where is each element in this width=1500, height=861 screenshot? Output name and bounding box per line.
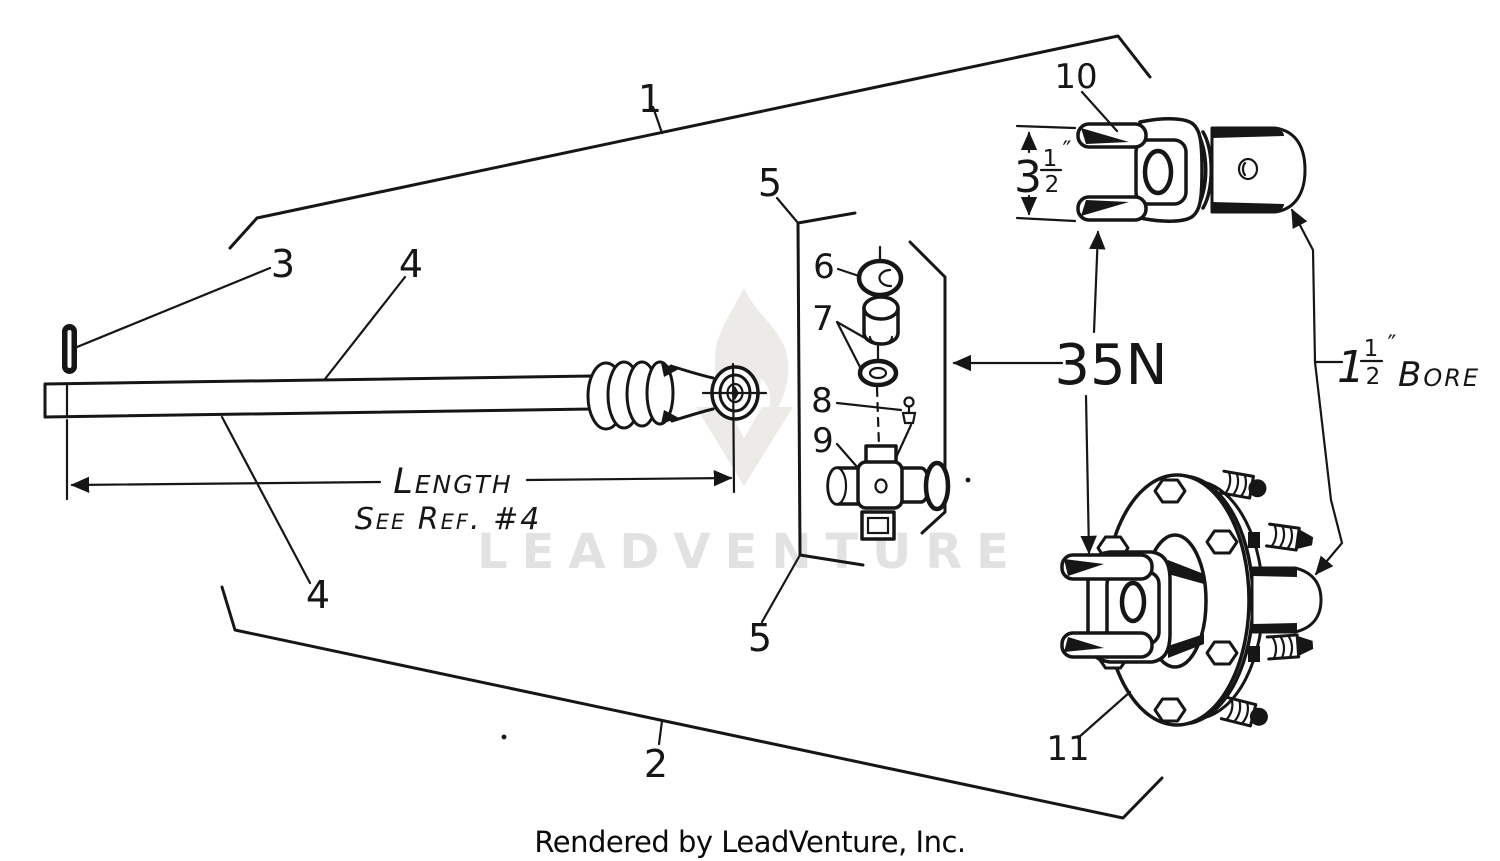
yoke-span-dimension xyxy=(1015,124,1077,223)
speck xyxy=(501,734,507,740)
callout-5-upper: 5 xyxy=(758,161,782,205)
bracket-left xyxy=(796,211,865,567)
callout-5-upper-leader xyxy=(775,196,800,225)
callout-2-tick xyxy=(657,719,664,746)
callout-5-lower: 5 xyxy=(748,616,772,660)
sleeve-hole xyxy=(1237,157,1259,181)
callout-3: 3 xyxy=(271,242,295,286)
bearing-race xyxy=(923,460,951,512)
speck xyxy=(965,477,971,483)
length-dimension xyxy=(65,418,733,501)
bore-leaders xyxy=(1290,208,1344,576)
ujoint-kit-bracket xyxy=(760,196,947,624)
shear-pin xyxy=(62,324,77,374)
callout-9: 9 xyxy=(812,421,834,461)
callout-4-lower: 4 xyxy=(306,573,330,617)
bore-unit: ″ xyxy=(1388,330,1397,358)
assembly-1-boundary-line xyxy=(228,34,1152,250)
cross-spider xyxy=(826,444,951,541)
dim-arrow-right xyxy=(525,469,733,487)
callout-1: 1 xyxy=(638,77,662,121)
series-35n-label: 35N xyxy=(1054,333,1167,398)
hub-bore-sleeve xyxy=(1250,566,1323,634)
prong-bottom xyxy=(1060,631,1154,659)
leadventure-wordmark-watermark: LEADVENTURE xyxy=(477,524,1023,580)
bore-denominator: 2 xyxy=(1366,364,1381,390)
callout-8: 8 xyxy=(811,381,833,421)
callout-2: 2 xyxy=(644,742,668,786)
dim-numerator: 1 xyxy=(1043,146,1058,172)
callout-4-lower-leader xyxy=(220,415,312,585)
dim-denominator: 2 xyxy=(1045,172,1060,198)
drive-shaft xyxy=(43,374,594,419)
dim-whole: 3 xyxy=(1014,152,1042,203)
shaft-end-yoke xyxy=(586,360,768,494)
yoke-cross-hole xyxy=(1119,580,1147,624)
dim-unit: ″ xyxy=(1063,136,1072,164)
callout-7: 7 xyxy=(812,299,834,339)
credit-line: Rendered by LeadVenture, Inc. xyxy=(534,825,965,859)
series-35n-leaders xyxy=(952,230,1106,555)
hub-yoke xyxy=(1060,550,1172,664)
stud-bolt xyxy=(1218,469,1267,500)
stud-bolt xyxy=(1264,522,1314,552)
callout-7-leader xyxy=(835,320,867,371)
callout-11: 11 xyxy=(1046,729,1089,769)
stud-bolt xyxy=(1219,695,1268,728)
flange-hub-assembly xyxy=(1060,469,1323,728)
length-line1: Length xyxy=(393,462,512,502)
callout-4-upper-leader xyxy=(323,275,407,381)
slip-yoke-assembly xyxy=(1076,117,1307,223)
callout-5-lower-leader xyxy=(760,553,802,624)
length-line2: See Ref. #4 xyxy=(355,502,542,537)
seal-washer xyxy=(857,358,899,388)
bore-word: Bore xyxy=(1398,355,1480,395)
callout-10: 10 xyxy=(1054,57,1097,97)
sleeve xyxy=(1210,126,1307,214)
bracket-right xyxy=(908,240,947,535)
bore-whole: 1 xyxy=(1337,342,1365,393)
callout-9-leader xyxy=(835,442,860,470)
callout-3-leader xyxy=(75,266,272,349)
bore-numerator: 1 xyxy=(1364,336,1379,362)
dim-arrow-left xyxy=(70,476,382,494)
yoke-cross-hole xyxy=(1142,148,1174,196)
snap-ring xyxy=(856,258,904,298)
yoke-span-dimension-text: 3 1 2 ″ xyxy=(1014,136,1072,203)
stud-bolt xyxy=(1265,633,1314,661)
prong-top xyxy=(1060,553,1154,581)
callout-6: 6 xyxy=(813,247,835,287)
grease-hole xyxy=(874,478,888,494)
callout-8-leader xyxy=(835,401,903,412)
assembly-2-boundary-line xyxy=(220,585,1164,820)
length-note: Length See Ref. #4 xyxy=(355,462,542,537)
callout-10-leader xyxy=(1080,90,1119,133)
callout-4-upper: 4 xyxy=(399,242,423,286)
callout-6-leader xyxy=(836,267,861,278)
bore-dimension-text: 1 1 2 ″ Bore xyxy=(1337,330,1480,395)
bearing-cup xyxy=(862,295,900,346)
callout-1-tick xyxy=(651,105,664,135)
callout-11-leader xyxy=(1076,690,1132,740)
eye-centerline-v xyxy=(731,362,736,494)
